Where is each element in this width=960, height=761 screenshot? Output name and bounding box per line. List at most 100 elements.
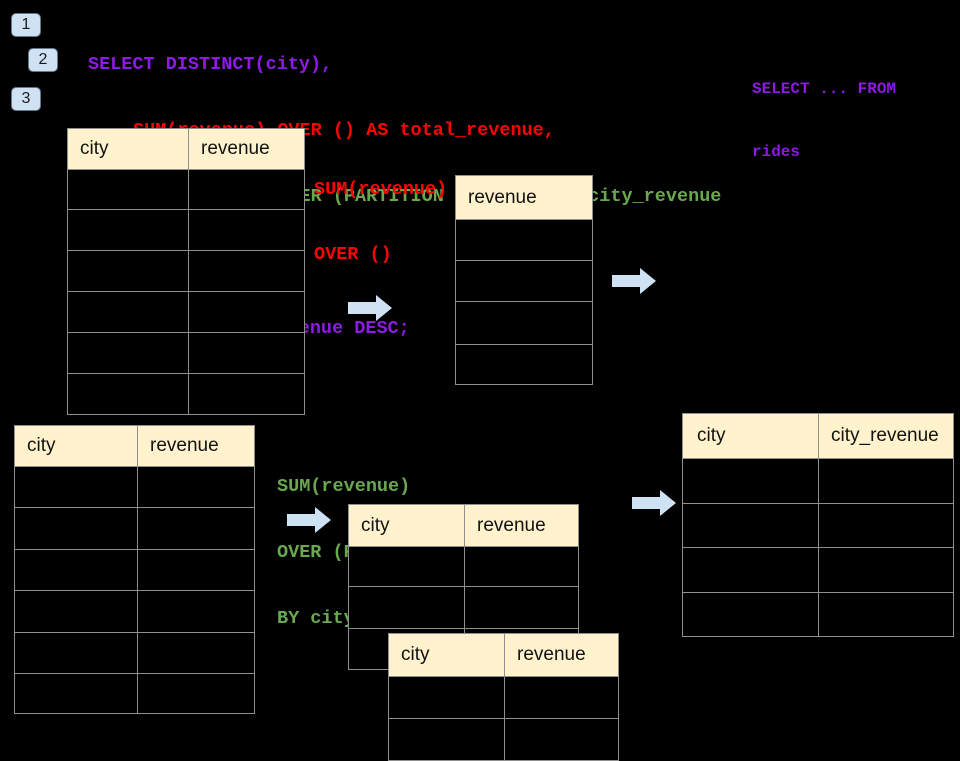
table-row xyxy=(683,592,953,636)
table-row xyxy=(456,219,592,260)
arrow-right-icon xyxy=(348,295,392,321)
table-row xyxy=(15,673,254,713)
table-cell xyxy=(504,719,618,760)
table-partition-result-header: city city_revenue xyxy=(683,414,953,458)
table-partition-front-header: city revenue xyxy=(389,634,618,676)
annotation-over-total-line-2: OVER () xyxy=(314,243,392,265)
table-total-result-header: revenue xyxy=(456,176,592,219)
table-cell xyxy=(188,292,304,332)
table-cell xyxy=(68,251,188,291)
table-cell xyxy=(349,547,464,586)
table-row xyxy=(15,507,254,549)
table-cell xyxy=(683,504,818,547)
table-cell xyxy=(456,302,592,344)
column-header-revenue: revenue xyxy=(464,505,578,546)
table-cell xyxy=(683,459,818,503)
table-row xyxy=(15,590,254,632)
table-cell xyxy=(188,210,304,250)
table-cell xyxy=(15,550,137,590)
table-cell xyxy=(464,587,578,628)
table-source-bottom: city revenue xyxy=(14,425,255,714)
column-header-revenue: revenue xyxy=(468,186,537,208)
table-row xyxy=(68,332,304,373)
table-row xyxy=(683,547,953,592)
table-row xyxy=(68,373,304,414)
table-source-top-header: city revenue xyxy=(68,129,304,169)
column-header-city: city xyxy=(361,514,390,536)
table-cell xyxy=(818,504,953,547)
table-cell xyxy=(818,548,953,592)
step-badge-1-label: 1 xyxy=(21,16,31,33)
table-partition-result: city city_revenue xyxy=(682,413,954,637)
table-cell xyxy=(683,593,818,636)
annotation-over-partition-line-1: SUM(revenue) xyxy=(277,476,411,497)
table-cell xyxy=(683,548,818,592)
step-badge-1: 1 xyxy=(11,13,41,37)
column-header-revenue: revenue xyxy=(504,634,618,676)
table-cell xyxy=(15,674,137,713)
table-cell xyxy=(15,467,137,507)
table-row xyxy=(683,458,953,503)
table-cell xyxy=(15,508,137,549)
table-row xyxy=(456,301,592,344)
table-row xyxy=(15,549,254,590)
table-source-bottom-header: city revenue xyxy=(15,426,254,466)
step-badge-3-label: 3 xyxy=(21,90,31,107)
table-row xyxy=(389,676,618,718)
table-partition-front: city revenue xyxy=(388,633,619,761)
table-row xyxy=(15,466,254,507)
column-header-revenue: revenue xyxy=(137,426,254,466)
table-cell xyxy=(137,508,254,549)
table-cell xyxy=(188,251,304,291)
column-header-city: city xyxy=(80,138,109,159)
table-source-top: city revenue xyxy=(67,128,305,415)
table-cell xyxy=(818,593,953,636)
column-header-city: city xyxy=(27,435,56,456)
column-header-revenue: revenue xyxy=(188,129,304,169)
snippet-line-2: rides xyxy=(752,143,801,161)
step-badge-3: 3 xyxy=(11,87,41,111)
annotation-over-total: SUM(revenue) OVER () xyxy=(314,136,447,287)
table-cell xyxy=(389,719,504,760)
table-row xyxy=(456,344,592,384)
table-row xyxy=(349,586,578,628)
table-cell xyxy=(68,292,188,332)
sql-snippet-from-rides: SELECT ... FROM rides xyxy=(752,37,896,184)
slide-canvas: { "colors": { "background": "#000000", "… xyxy=(11,13,954,761)
table-cell xyxy=(188,333,304,373)
table-row xyxy=(456,260,592,301)
table-cell xyxy=(818,459,953,503)
annotation-over-total-line-1: SUM(revenue) xyxy=(314,179,448,200)
table-cell xyxy=(389,677,504,718)
table-row xyxy=(68,291,304,332)
table-cell xyxy=(68,210,188,250)
table-cell xyxy=(15,591,137,632)
table-cell xyxy=(188,170,304,209)
table-row xyxy=(15,632,254,673)
table-row xyxy=(68,169,304,209)
table-cell xyxy=(15,633,137,673)
table-cell xyxy=(349,587,464,628)
table-cell xyxy=(188,374,304,414)
step-badge-2-label: 2 xyxy=(38,51,48,68)
table-cell xyxy=(456,220,592,260)
column-header-city-revenue: city_revenue xyxy=(818,414,953,458)
arrow-right-icon xyxy=(612,268,656,294)
table-cell xyxy=(137,467,254,507)
table-row xyxy=(389,718,618,760)
table-cell xyxy=(68,374,188,414)
column-header-city: city xyxy=(401,644,430,665)
arrow-right-icon xyxy=(287,507,331,533)
arrow-right-icon xyxy=(632,490,676,516)
table-cell xyxy=(504,677,618,718)
table-cell xyxy=(456,261,592,301)
table-cell xyxy=(68,333,188,373)
table-row xyxy=(683,503,953,547)
snippet-line-1: SELECT ... FROM xyxy=(752,80,897,98)
table-cell xyxy=(137,591,254,632)
table-cell xyxy=(137,674,254,713)
table-row xyxy=(68,250,304,291)
table-cell xyxy=(137,550,254,590)
table-cell xyxy=(137,633,254,673)
step-badge-2: 2 xyxy=(28,48,58,72)
